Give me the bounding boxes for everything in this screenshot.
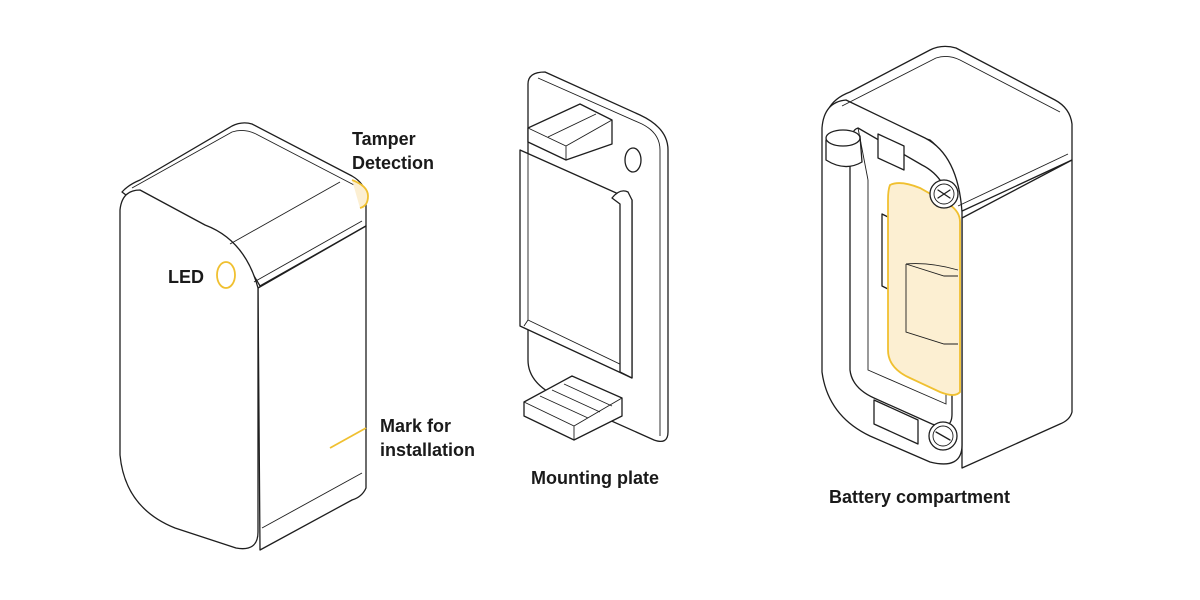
tamper-label-line2: Detection [352,153,435,173]
top-screw [929,179,959,209]
housing-side-crease [957,153,1069,207]
sensor-side-face [257,225,367,551]
battery-band-top [905,263,959,271]
mark-label-line2: installation [380,440,476,460]
bottom-clip [523,375,623,441]
tamper-button [351,179,369,209]
led-label: LED [168,267,204,287]
plate-edge [537,77,661,436]
housing-top-edge-line [841,55,1061,113]
sensor-bottom-crease [261,472,363,529]
sensor-front-face [119,189,259,550]
battery-compartment-caption: Battery compartment [829,487,1011,507]
battery-cell [887,182,961,396]
battery-label-band [905,263,958,345]
mark-label-line1: Mark for [380,416,452,436]
bottom-slot [873,399,919,445]
mounting-plate-caption: Mounting plate [531,468,659,488]
screw-hole [624,147,642,173]
installation-mark [329,427,367,449]
sensor-side-crease [253,220,363,283]
bottom-screw [928,421,958,451]
bottom-clip-ridges [523,383,623,440]
top-slot [877,133,905,171]
sensor-top-edge-line [131,129,357,189]
housing-side-face [961,159,1073,469]
plate-rib [611,190,633,379]
spring-post-top [825,129,861,147]
tamper-label-line1: Tamper [352,129,416,149]
sensor-top-crease [229,181,341,245]
top-clip-detail [527,113,613,160]
battery-compartment-unit [821,45,1073,469]
sensor-device [119,122,369,551]
led-indicator [216,261,236,289]
mounting-plate [519,71,669,443]
top-clip [527,103,613,161]
